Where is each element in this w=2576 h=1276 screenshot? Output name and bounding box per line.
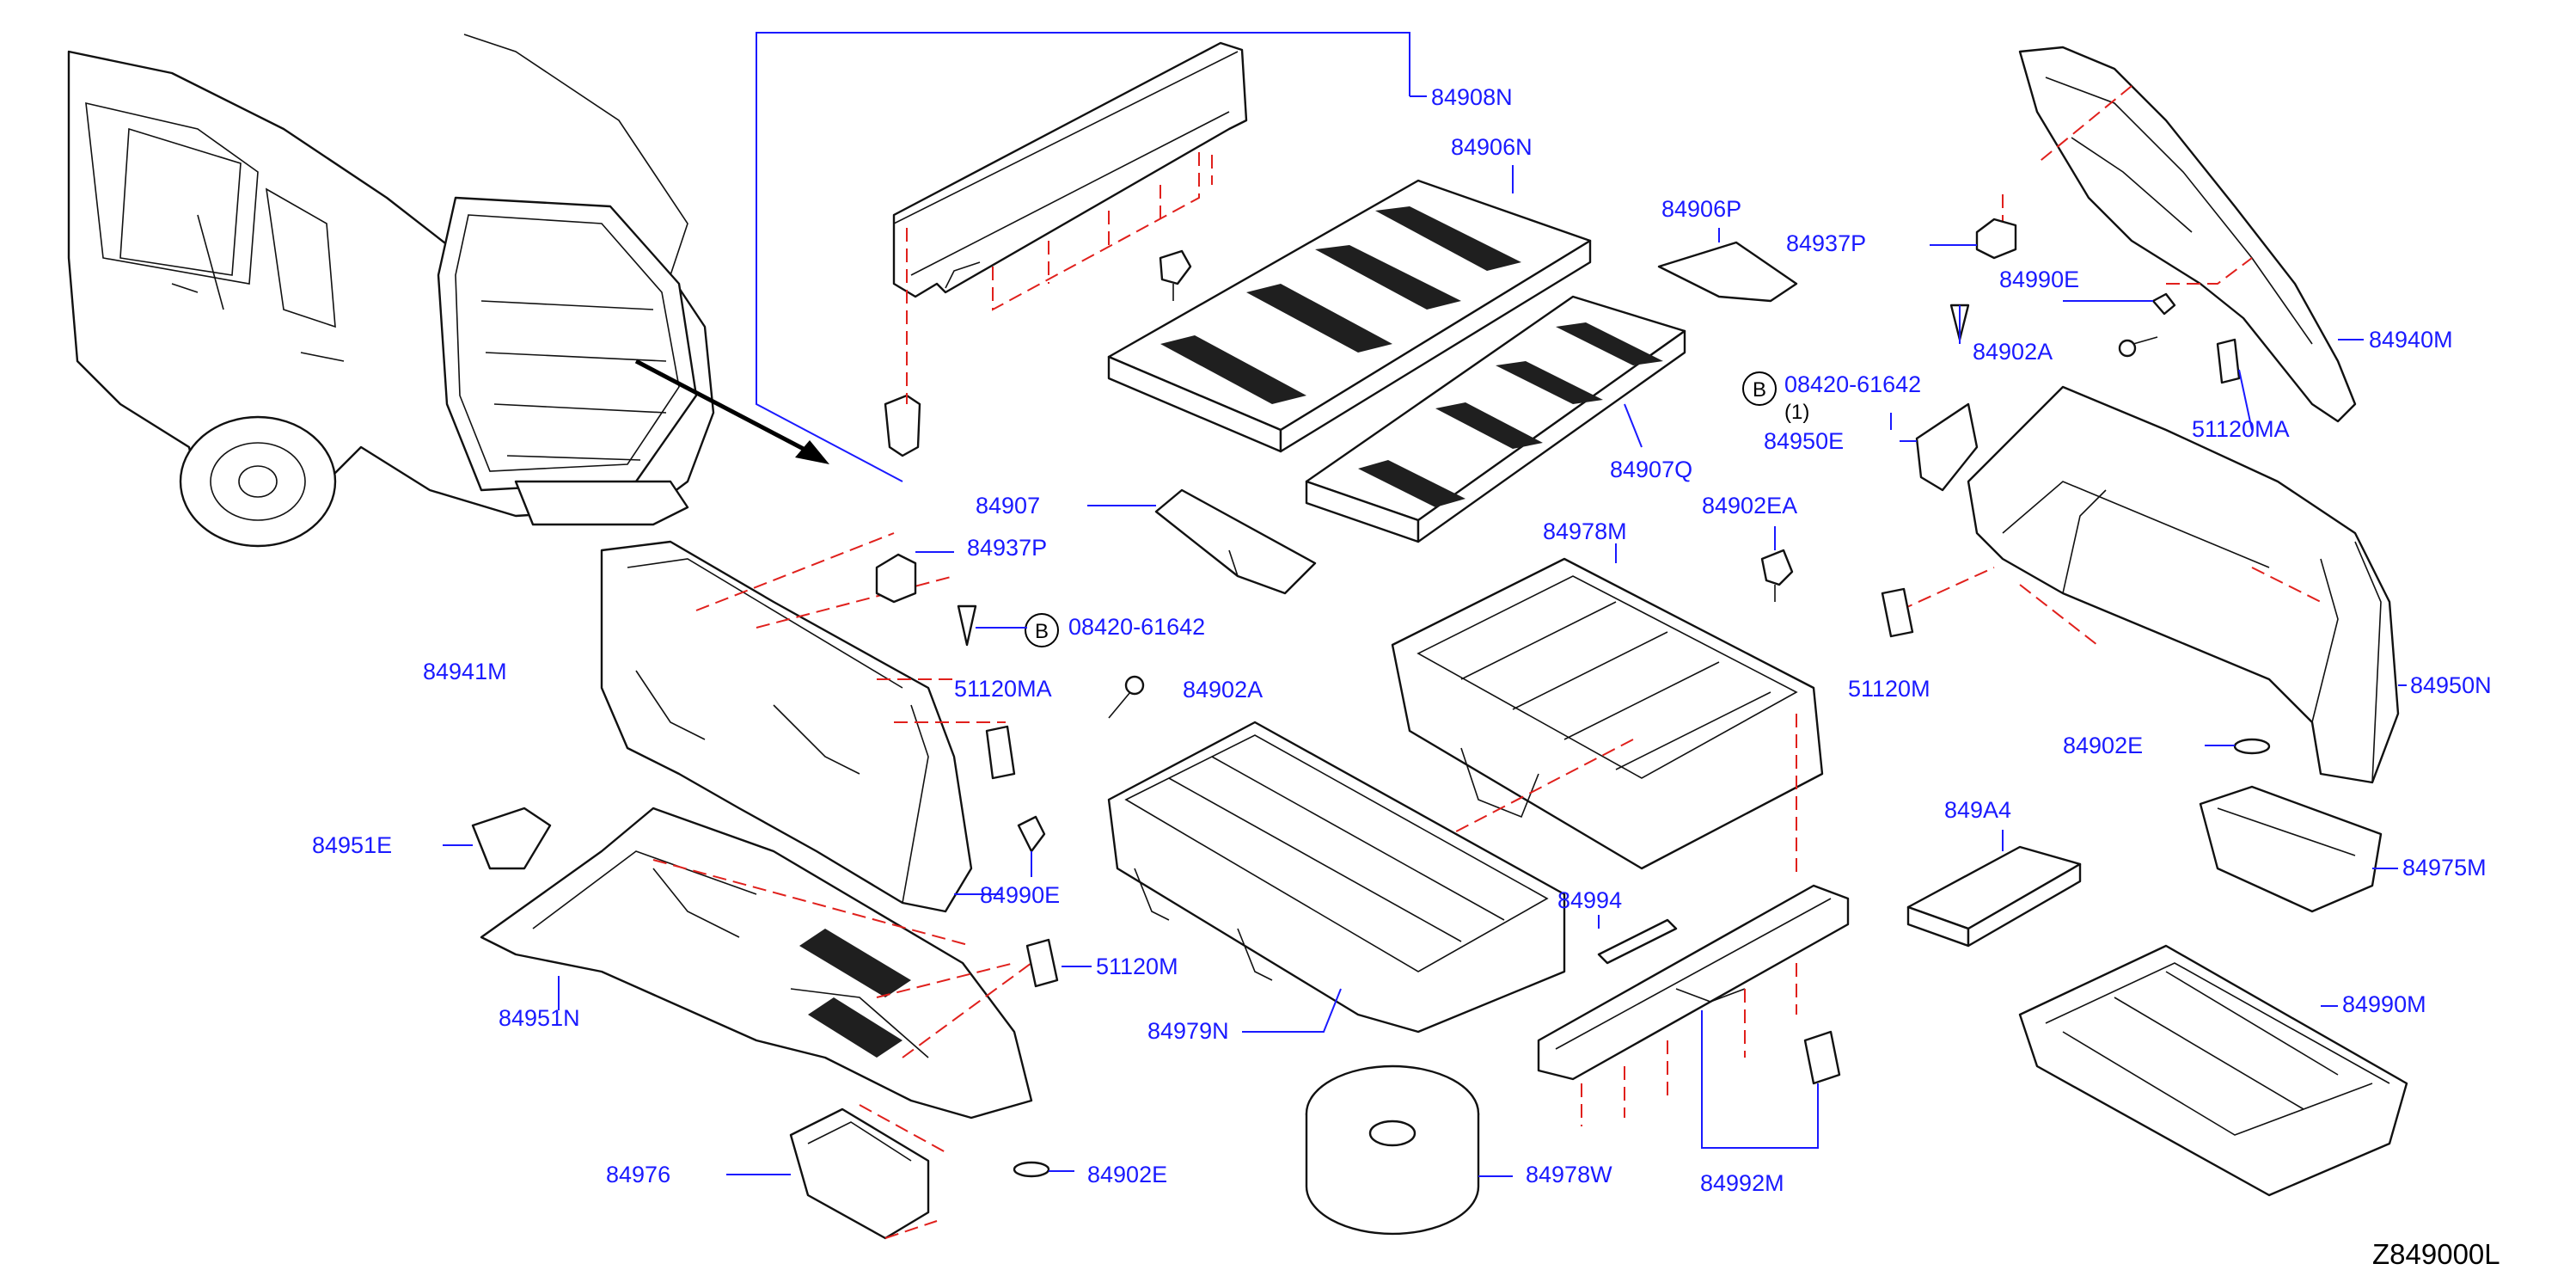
label-84902A-top: 84902A bbox=[1973, 339, 2053, 365]
fastener-84937P-top bbox=[1930, 218, 2017, 260]
label-84951E: 84951E bbox=[312, 832, 392, 858]
clip-51120MA-mid bbox=[985, 725, 1016, 780]
label-84994: 84994 bbox=[1557, 887, 1622, 913]
label-bolt-qty-top: (1) bbox=[1784, 401, 1809, 424]
label-84906P: 84906P bbox=[1661, 196, 1741, 222]
label-84978W: 84978W bbox=[1526, 1162, 1612, 1187]
part-84951E bbox=[443, 807, 552, 870]
part-84978W bbox=[1305, 1064, 1513, 1236]
part-84941M bbox=[600, 532, 1006, 913]
label-84976: 84976 bbox=[606, 1162, 670, 1187]
label-84950E: 84950E bbox=[1764, 428, 1844, 454]
part-84979N bbox=[1107, 721, 1566, 1034]
fastener-84902EA bbox=[1760, 526, 1794, 602]
label-84950N: 84950N bbox=[2410, 672, 2492, 698]
part-84951N bbox=[480, 807, 1033, 1120]
part-84950N bbox=[1899, 385, 2407, 784]
fastener-84902A-mid-screw bbox=[957, 604, 1027, 647]
fastener-84902A-mid bbox=[1108, 675, 1145, 719]
label-84902EA: 84902EA bbox=[1702, 493, 1797, 518]
fastener-84902E-right bbox=[2205, 738, 2271, 755]
label-84902E-right: 84902E bbox=[2063, 733, 2143, 758]
label-84902A-mid: 84902A bbox=[1183, 677, 1263, 702]
label-84907: 84907 bbox=[976, 493, 1040, 518]
label-84975M: 84975M bbox=[2402, 855, 2487, 880]
part-84975M bbox=[2199, 785, 2398, 913]
part-84994 bbox=[1597, 915, 1678, 965]
fastener-84990E-top bbox=[2063, 292, 2176, 316]
clip-51120MA-top bbox=[2216, 338, 2253, 431]
label-84990M: 84990M bbox=[2342, 991, 2426, 1017]
part-84978M bbox=[1391, 543, 1824, 980]
part-84940M bbox=[2002, 46, 2364, 423]
part-84976 bbox=[726, 1104, 946, 1240]
label-51120M-low: 51120M bbox=[1096, 954, 1178, 979]
fastener-screw-top bbox=[2118, 336, 2158, 358]
label-84979N: 84979N bbox=[1147, 1018, 1229, 1044]
fastener-84902E-low bbox=[1013, 1161, 1074, 1178]
bolt-marker-top bbox=[1742, 371, 1892, 430]
fastener-84902A-top bbox=[1949, 304, 1970, 344]
label-bolt-code-mid: 08420-61642 bbox=[1068, 614, 1205, 640]
label-849A4: 849A4 bbox=[1944, 797, 2011, 823]
callout-box-84908N bbox=[756, 32, 1427, 482]
bolt-marker-mid-letter: B bbox=[1035, 620, 1049, 643]
label-51120M-mid: 51120M bbox=[1848, 676, 1930, 702]
part-84950E bbox=[1900, 402, 1979, 492]
part-84907 bbox=[1087, 488, 1317, 595]
label-84941M: 84941M bbox=[423, 659, 507, 684]
label-84907Q: 84907Q bbox=[1610, 457, 1692, 482]
bolt-marker-mid bbox=[1025, 613, 1059, 647]
clip-51120M-low bbox=[1025, 938, 1092, 988]
clip-51120M-mid bbox=[1881, 587, 1914, 638]
part-84906P bbox=[1657, 228, 1798, 303]
label-84937P-top: 84937P bbox=[1786, 230, 1866, 256]
bolt-marker-top-letter: B bbox=[1753, 378, 1766, 402]
label-bolt-code-top: 08420-61642 bbox=[1784, 371, 1921, 397]
fastener-84937P-mid bbox=[875, 551, 954, 604]
label-51120MA-mid: 51120MA bbox=[954, 676, 1052, 702]
diagram-code: Z849000L bbox=[2372, 1238, 2500, 1270]
part-849A4 bbox=[1906, 830, 2082, 948]
label-84940M: 84940M bbox=[2369, 327, 2453, 353]
label-51120MA-top: 51120MA bbox=[2192, 416, 2290, 442]
part-floor-boards bbox=[1107, 165, 1686, 543]
label-84951N: 84951N bbox=[499, 1005, 580, 1031]
label-84990E-top: 84990E bbox=[1999, 267, 2079, 292]
part-84990M bbox=[2018, 944, 2408, 1197]
label-84902E-low: 84902E bbox=[1087, 1162, 1167, 1187]
label-84908N: 84908N bbox=[1431, 84, 1513, 110]
label-84906N: 84906N bbox=[1451, 134, 1533, 160]
label-84992M: 84992M bbox=[1700, 1170, 1784, 1196]
label-84937P-mid: 84937P bbox=[967, 535, 1047, 561]
fastener-84990E-mid bbox=[1017, 815, 1046, 877]
vehicle-rear-view bbox=[67, 34, 715, 548]
label-84978M: 84978M bbox=[1543, 518, 1627, 544]
part-84992M bbox=[1537, 884, 1850, 1149]
direction-arrow bbox=[634, 359, 829, 464]
label-84990E-mid: 84990E bbox=[980, 882, 1060, 908]
